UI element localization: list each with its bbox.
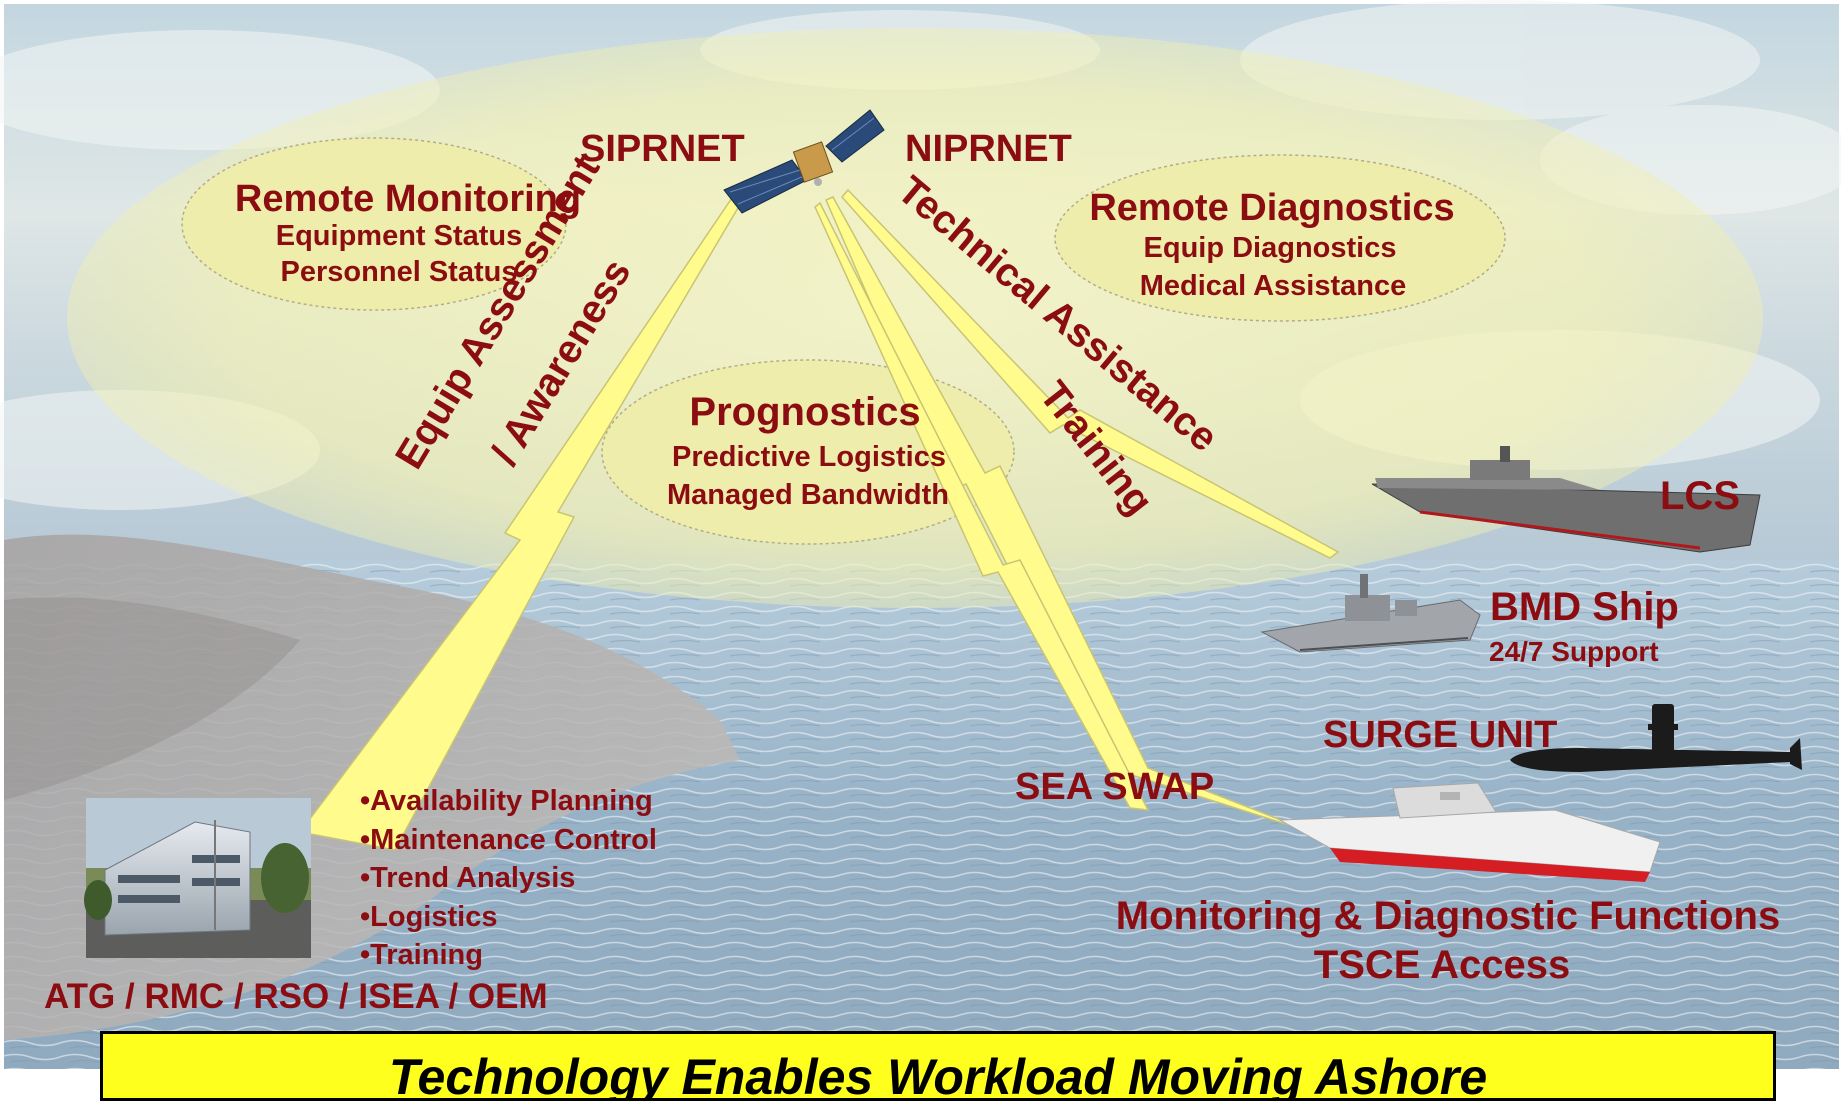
ship-functions-line2: TSCE Access bbox=[1313, 943, 1571, 987]
lcs-ship-image bbox=[1371, 446, 1761, 553]
prognostics-title: Prognostics bbox=[689, 390, 921, 434]
niprnet-label: NIPRNET bbox=[905, 128, 1072, 170]
remote-diagnostics-line: Equip Diagnostics bbox=[1143, 232, 1397, 264]
prognostics-line: Predictive Logistics bbox=[672, 441, 946, 473]
banner-text: Technology Enables Workload Moving Ashor… bbox=[388, 1049, 1488, 1101]
shore-function-item: •Trend Analysis bbox=[360, 862, 576, 894]
remote-monitoring-title: Remote Monitoring bbox=[234, 178, 582, 220]
lightning-technical-assistance bbox=[841, 188, 1340, 559]
lightning-prognostics-link bbox=[814, 201, 1150, 811]
sea-swap-ship-image bbox=[1278, 782, 1661, 882]
bmd-ship-label: BMD Ship bbox=[1490, 585, 1679, 629]
lcs-label: LCS bbox=[1660, 474, 1740, 518]
remote-diagnostics-title: Remote Diagnostics bbox=[1089, 187, 1455, 229]
remote-monitoring-ellipse bbox=[181, 137, 567, 311]
shore-orgs-label: ATG / RMC / RSO / ISEA / OEM bbox=[44, 977, 548, 1016]
satellite-icon bbox=[723, 109, 885, 214]
remote-diagnostics-line: Medical Assistance bbox=[1139, 270, 1407, 302]
shore-function-item: •Maintenance Control bbox=[360, 823, 657, 856]
bottom-banner: Technology Enables Workload Moving Ashor… bbox=[100, 1031, 1776, 1101]
remote-monitoring-line: Equipment Status bbox=[275, 220, 523, 252]
shore-function-item: •Logistics bbox=[360, 900, 498, 933]
siprnet-label: SIPRNET bbox=[580, 128, 745, 170]
remote-diagnostics-ellipse bbox=[1054, 154, 1506, 322]
bmd-support-label: 24/7 Support bbox=[1489, 636, 1659, 667]
shore-function-item: •Availability Planning bbox=[360, 785, 653, 817]
bmd-ship-image bbox=[1260, 574, 1481, 653]
shore-function-item: •Training bbox=[360, 939, 483, 971]
sea-swap-label: SEA SWAP bbox=[1015, 766, 1215, 808]
shore-building-photo bbox=[84, 798, 311, 958]
shore-functions-list: •Availability Planning •Maintenance Cont… bbox=[360, 782, 657, 975]
ship-functions-line1: Monitoring & Diagnostic Functions bbox=[1115, 894, 1781, 938]
submarine-image bbox=[1510, 704, 1802, 772]
prognostics-line: Managed Bandwidth bbox=[667, 479, 949, 511]
scene-background bbox=[4, 4, 1839, 1069]
remote-monitoring-line: Personnel Status bbox=[280, 256, 518, 288]
surge-unit-label: SURGE UNIT bbox=[1323, 714, 1558, 756]
